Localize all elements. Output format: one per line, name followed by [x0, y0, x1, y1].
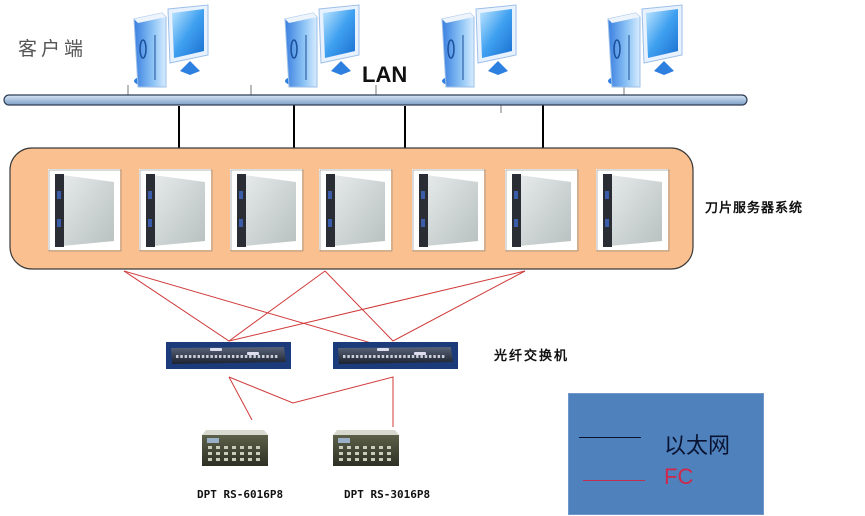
client-pc-icon — [284, 4, 360, 88]
fc-link — [123, 270, 326, 342]
fc-link — [228, 376, 394, 427]
blade-server-icon — [596, 169, 670, 252]
blade-server-icon — [319, 169, 393, 252]
lan-bus — [3, 94, 748, 106]
fc-links — [123, 270, 526, 427]
legend-ethernet-label: 以太网 — [664, 434, 731, 459]
ethernet-links — [178, 104, 544, 148]
blade-server-icon — [412, 169, 486, 252]
blade-server-icon — [139, 169, 213, 252]
clients — [133, 4, 683, 88]
fc-link — [228, 270, 526, 342]
fc-switch-label: 光纤交换机 — [494, 349, 570, 364]
storage-label-1: DPT RS-6016P8 — [197, 488, 284, 501]
lan-label: LAN — [362, 62, 408, 87]
blade-server-icon — [505, 169, 579, 252]
client-pc-icon — [133, 4, 209, 88]
blade-servers — [48, 169, 670, 252]
storage-array-icon — [333, 430, 399, 466]
storage-arrays — [202, 430, 399, 466]
fc-link — [324, 270, 526, 342]
storage-label-2: DPT RS-3016P8 — [344, 488, 431, 501]
fc-switch-icon — [166, 342, 291, 369]
fc-link — [123, 270, 393, 350]
blade-server-icon — [230, 169, 304, 252]
fc-switch-icon — [333, 342, 458, 369]
legend-fc-label: FC — [664, 464, 694, 489]
blade-system-label: 刀片服务器系统 — [705, 201, 804, 216]
clients-label: 客户端 — [18, 38, 88, 60]
storage-array-icon — [202, 430, 268, 466]
legend-ethernet-line — [579, 437, 641, 438]
fc-link — [228, 376, 253, 421]
legend: 以太网 FC — [568, 393, 764, 515]
client-pc-icon — [441, 4, 517, 88]
client-pc-icon — [607, 4, 683, 88]
fc-switches — [166, 342, 458, 369]
legend-fc-line — [583, 480, 645, 481]
blade-server-icon — [48, 169, 122, 252]
client-taps — [127, 85, 625, 113]
